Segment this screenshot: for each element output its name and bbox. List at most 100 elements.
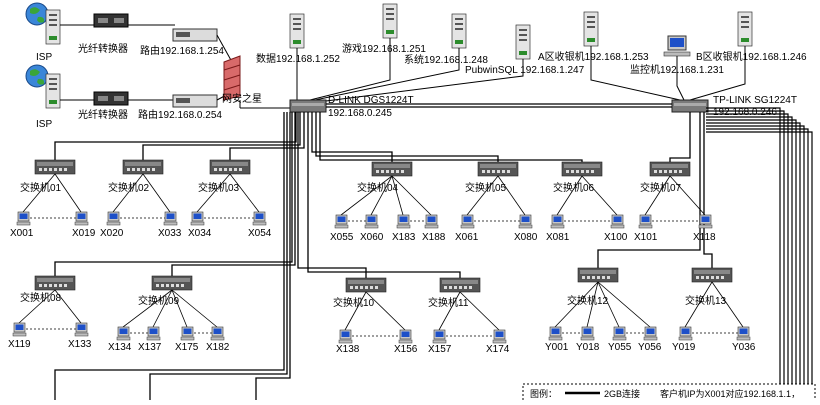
client-pc-icon — [398, 329, 413, 344]
router-label: 路由192.168.1.254 — [140, 44, 224, 57]
client-range-label: X034 — [188, 228, 212, 239]
converter-label: 光纤转换器 — [78, 108, 128, 121]
client-pc-icon — [364, 214, 379, 229]
client-range-label: X183 — [392, 232, 416, 243]
sub-core-switch-ip: 192.168.0.246 — [713, 107, 777, 118]
switch-label: 交换机11 — [428, 296, 469, 309]
client-pc-icon — [190, 211, 205, 226]
server-label: 数据192.168.1.252 — [256, 52, 340, 65]
sub-core-switch — [671, 99, 709, 113]
switch-icon — [577, 267, 619, 283]
client-range-label: X081 — [546, 232, 570, 243]
switch-label: 交换机07 — [640, 181, 682, 194]
switch-icon — [151, 275, 193, 291]
client-pc-icon — [146, 326, 161, 341]
globe-icon — [25, 64, 49, 88]
client-pc-icon — [610, 214, 625, 229]
client-range-label: X174 — [486, 344, 510, 355]
client-pc-icon — [12, 322, 27, 337]
switch-icon — [649, 161, 691, 177]
client-range-label: X020 — [100, 228, 124, 239]
client-range-label: Y019 — [672, 342, 696, 353]
client-pc-icon — [252, 211, 267, 226]
client-pc-icon — [550, 214, 565, 229]
client-range-label: X118 — [693, 232, 716, 243]
trunk-lines — [54, 103, 713, 400]
client-range-label: X137 — [138, 342, 162, 353]
client-range-label: X182 — [206, 342, 230, 353]
isp-label: ISP — [36, 52, 52, 63]
isp-label: ISP — [36, 119, 52, 130]
client-pc-icon — [580, 326, 595, 341]
switch-label: 交换机02 — [108, 181, 150, 194]
switch-label: 交换机01 — [20, 181, 62, 194]
switch-icon — [122, 159, 164, 175]
switch-icon — [34, 275, 76, 291]
server-label: A区收银机192.168.1.253 — [538, 50, 649, 63]
converter-label: 光纤转换器 — [78, 42, 128, 55]
client-pc-icon — [396, 214, 411, 229]
client-pc-icon — [518, 214, 533, 229]
client-pc-icon — [643, 326, 658, 341]
client-range-label: Y001 — [545, 342, 569, 353]
client-pc-icon — [16, 211, 31, 226]
server-label: B区收银机192.168.1.246 — [696, 50, 807, 63]
server-icon — [583, 11, 599, 47]
client-pc-icon — [460, 214, 475, 229]
isp-chain-2: ISP 光纤转换器 路由192.168.0.254 — [25, 64, 233, 130]
router-label: 路由192.168.0.254 — [138, 108, 222, 121]
globe-icon — [25, 2, 49, 26]
switch-label: 交换机13 — [685, 294, 727, 307]
client-range-label: X101 — [634, 232, 658, 243]
client-range-label: Y056 — [638, 342, 662, 353]
client-range-label: X054 — [248, 228, 272, 239]
isp-server-icon — [45, 73, 61, 109]
core-switch-name: D-LINK DGS1224T — [328, 95, 414, 106]
client-range-label: X138 — [336, 344, 360, 355]
core-switch — [289, 99, 327, 113]
legend-title: 图例： — [530, 388, 557, 399]
client-range-label: Y018 — [576, 342, 600, 353]
core-switch-ip: 192.168.0.245 — [328, 108, 392, 119]
switch-icon — [439, 277, 481, 293]
client-range-label: X119 — [8, 339, 31, 350]
client-range-label: X100 — [604, 232, 628, 243]
client-range-label: X001 — [10, 228, 34, 239]
client-pc-icon — [638, 214, 653, 229]
switch-icon — [345, 277, 387, 293]
client-pc-icon — [424, 214, 439, 229]
firewall-icon — [223, 55, 241, 101]
switch-icon — [371, 161, 413, 177]
legend: 图例： 2GB连接 客户机IP为X001对应192.168.1.1， — [522, 383, 816, 405]
switch-label: 交换机04 — [357, 181, 399, 194]
client-pc-icon — [432, 329, 447, 344]
access-switch-group: 交换机06X081X100 — [546, 161, 628, 243]
switch-label: 交换机09 — [138, 294, 180, 307]
client-pc-icon — [736, 326, 751, 341]
server-label: 系统192.168.1.248 — [404, 53, 488, 66]
client-pc-icon — [612, 326, 627, 341]
router-icon — [172, 28, 218, 42]
client-range-label: X134 — [108, 342, 132, 353]
client-range-label: X188 — [422, 232, 446, 243]
switch-icon — [691, 267, 733, 283]
client-pc-icon — [698, 214, 713, 229]
fiber-converter-icon — [93, 91, 129, 106]
client-range-label: X055 — [330, 232, 354, 243]
isp-chain-1: ISP 光纤转换器 路由192.168.1.254 — [25, 2, 233, 63]
switch-label: 交换机05 — [465, 181, 507, 194]
router-icon — [172, 94, 218, 108]
switch-icon — [34, 159, 76, 175]
switch-icon — [477, 161, 519, 177]
switch-label: 交换机10 — [333, 296, 375, 309]
switch-icon — [561, 161, 603, 177]
server-icon — [451, 13, 467, 49]
